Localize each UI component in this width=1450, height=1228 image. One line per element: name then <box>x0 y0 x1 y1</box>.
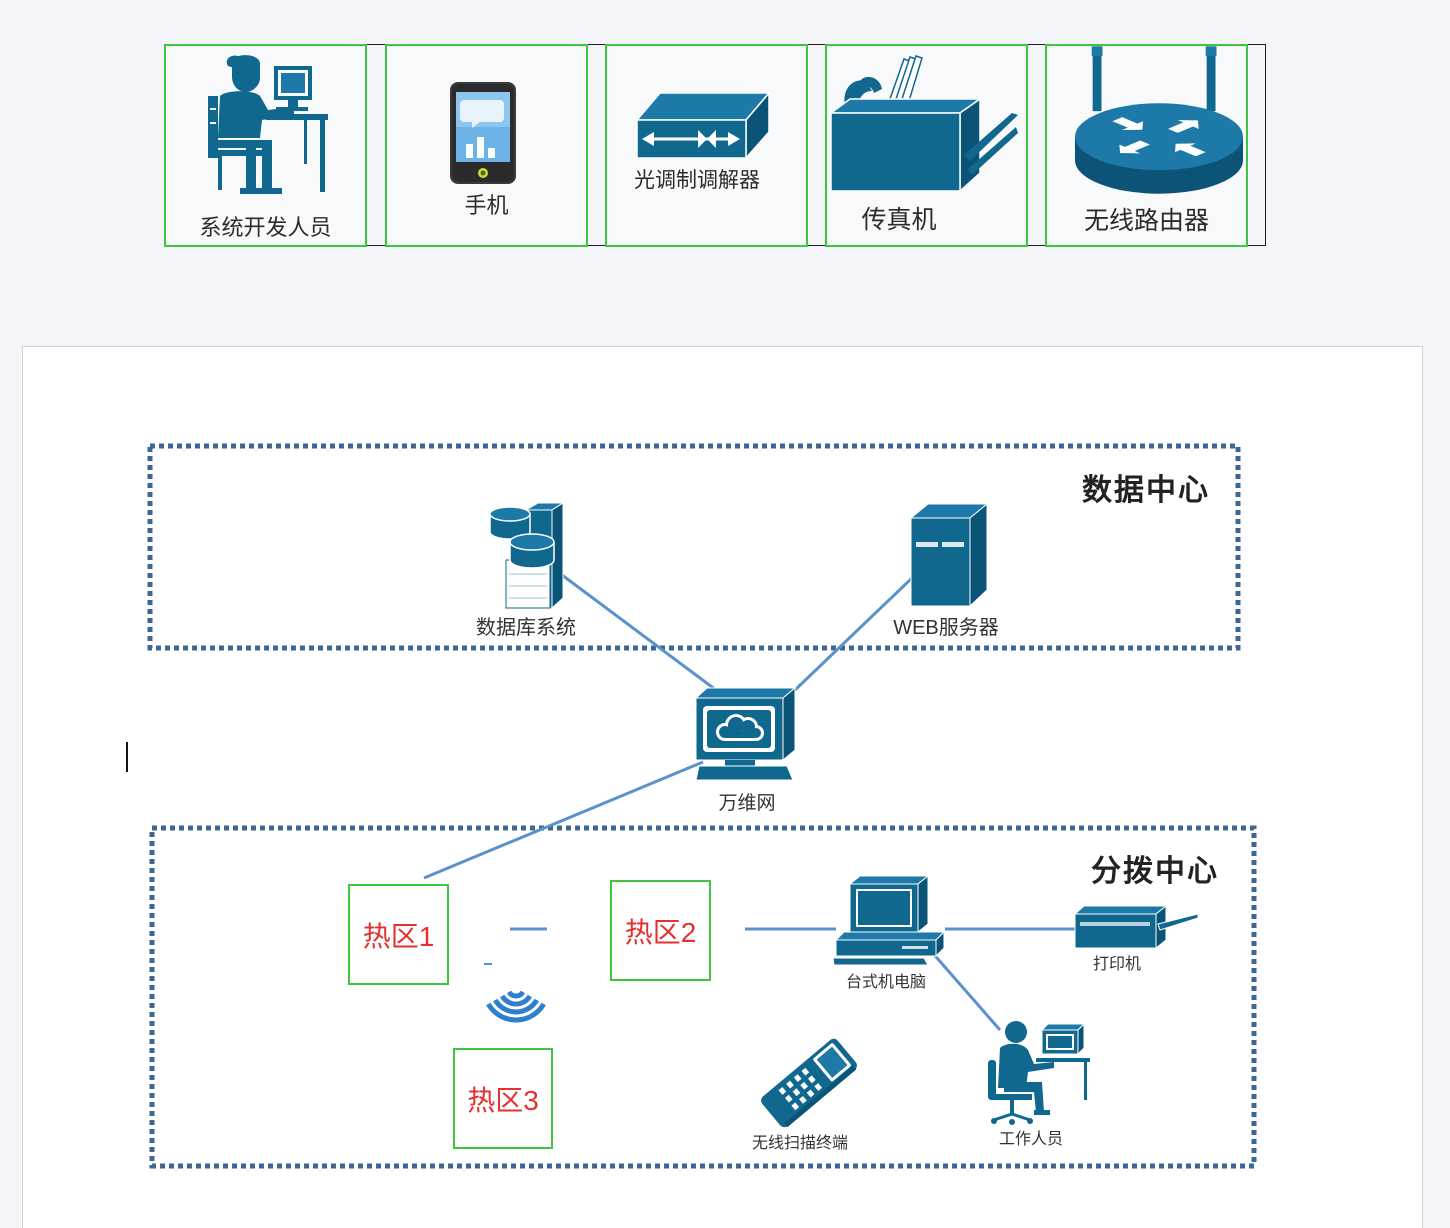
palette-tile-label: 无线路由器 <box>1083 207 1209 235</box>
node-scanner[interactable] <box>755 1036 863 1130</box>
internet-computer-icon <box>695 686 797 781</box>
node-label-web-server: WEB服务器 <box>893 617 999 639</box>
hotspot-2[interactable]: 热区2 <box>610 880 711 981</box>
data-center-region[interactable] <box>147 443 1241 651</box>
palette-tile-label: 光调制调解器 <box>634 169 760 192</box>
node-wireless-signal[interactable] <box>486 986 546 1030</box>
node-printer[interactable] <box>1074 904 1199 950</box>
node-label-database: 数据库系统 <box>476 617 576 639</box>
wireless-router-icon <box>1074 46 1244 194</box>
text-cursor <box>126 742 128 772</box>
developer-icon <box>208 55 328 194</box>
node-label-www: 万维网 <box>718 793 776 814</box>
palette-tile-label: 系统开发人员 <box>199 215 332 240</box>
desktop-computer-icon <box>832 874 945 966</box>
distribution-center-region[interactable] <box>149 825 1257 1169</box>
link-www-hotspot1 <box>423 760 704 880</box>
node-www[interactable] <box>695 686 797 782</box>
wireless-signal-icon <box>486 990 546 1023</box>
palette-tile-router[interactable]: 无线路由器 <box>1045 44 1248 247</box>
worker-at-desk-icon <box>988 1021 1090 1125</box>
palette-tile-modem[interactable]: 光调制调解器 <box>605 44 808 247</box>
node-worker[interactable] <box>984 1020 1092 1126</box>
palette-tile-phone[interactable]: 手机 <box>385 44 588 247</box>
link-desktop-worker <box>928 949 1002 1031</box>
node-web-server[interactable] <box>910 502 988 608</box>
node-database[interactable] <box>488 502 564 610</box>
palette-tile-label: 传真机 <box>861 206 937 234</box>
hotspot-3[interactable]: 热区3 <box>453 1048 553 1149</box>
node-label-desktop: 台式机电脑 <box>845 974 926 991</box>
web-server-icon <box>910 502 988 608</box>
optical-modem-icon <box>636 90 770 160</box>
mobile-phone-icon <box>450 82 516 184</box>
printer-icon <box>1074 904 1199 950</box>
link-webserver-www <box>793 576 914 692</box>
diagram-canvas[interactable] <box>22 346 1423 1228</box>
distribution-center-title: 分拨中心 <box>1091 854 1219 889</box>
node-label-printer: 打印机 <box>1092 956 1141 973</box>
link-database-www <box>561 573 717 692</box>
hotspot-1[interactable]: 热区1 <box>348 884 449 985</box>
node-label-scanner: 无线扫描终端 <box>751 1135 848 1152</box>
palette-tile-label: 手机 <box>464 193 509 218</box>
data-center-title: 数据中心 <box>1082 473 1210 508</box>
node-label-worker: 工作人员 <box>998 1131 1063 1148</box>
database-server-icon <box>489 502 564 610</box>
node-desktop[interactable] <box>832 874 945 966</box>
palette-tile-fax[interactable]: 传真机 <box>825 44 1028 247</box>
fax-machine-icon <box>830 55 1018 193</box>
palette-tile-developer[interactable]: 系统开发人员 <box>164 44 367 247</box>
handheld-scanner-icon <box>759 1037 859 1129</box>
